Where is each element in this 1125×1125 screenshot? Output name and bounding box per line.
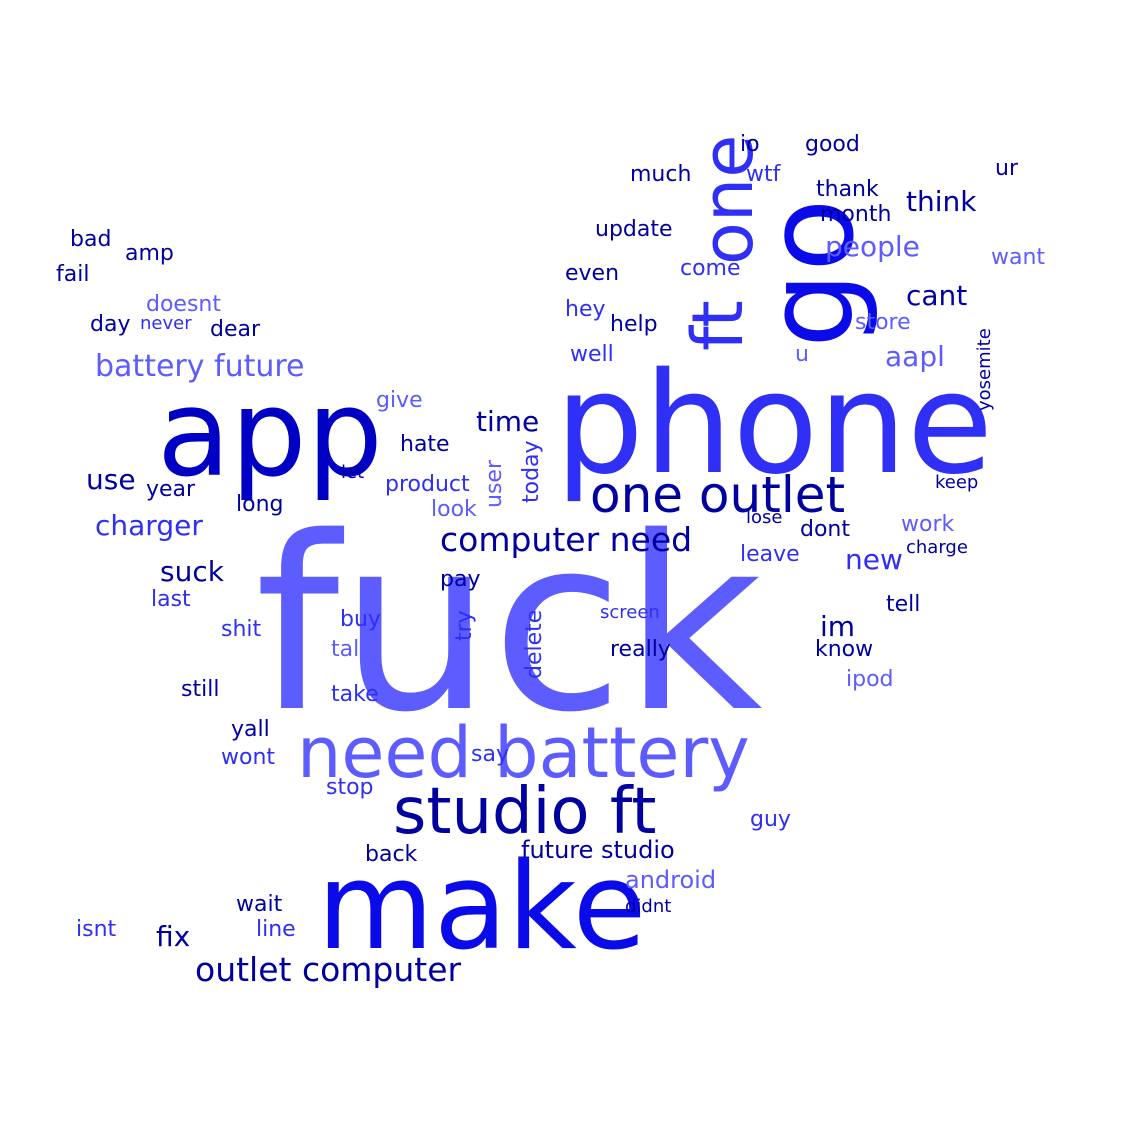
word-guy: guy <box>750 807 791 832</box>
word-year: year <box>146 477 196 502</box>
word-fix: fix <box>156 920 191 953</box>
word-never: never <box>140 313 192 334</box>
word-pay: pay <box>440 567 481 592</box>
word-even: even <box>565 261 620 286</box>
word-well: well <box>570 342 614 367</box>
word-charger: charger <box>95 509 203 542</box>
word-screen: screen <box>600 602 660 623</box>
word-line: line <box>256 917 296 942</box>
word-long: long <box>236 492 284 517</box>
word-user: user <box>482 460 507 508</box>
word-buy: buy <box>340 607 381 632</box>
word-doesnt: doesnt <box>146 292 221 317</box>
word-use: use <box>86 463 136 496</box>
word-take: take <box>331 682 379 707</box>
word-yosemite: yosemite <box>974 328 995 411</box>
word-product: product <box>385 472 470 497</box>
word-yall: yall <box>231 717 270 742</box>
word-let: let <box>341 462 365 483</box>
word-ft: ft <box>677 300 759 351</box>
word-look: look <box>431 497 477 522</box>
word-want: want <box>991 245 1046 270</box>
word-io: io <box>740 132 760 157</box>
word-try: try <box>452 610 477 641</box>
word-know: know <box>815 637 874 662</box>
word-back: back <box>365 842 418 867</box>
word-today: today <box>519 440 544 503</box>
word-help: help <box>610 312 658 337</box>
word-studio-ft: studio ft <box>393 775 657 849</box>
word-isnt: isnt <box>76 917 117 942</box>
word-talk: talk <box>331 637 372 662</box>
word-thank: thank <box>816 177 879 202</box>
word-didnt: didnt <box>625 896 672 917</box>
word-need-battery: need battery <box>297 712 750 794</box>
word-time: time <box>476 405 540 438</box>
word-dont: dont <box>800 517 850 542</box>
word-people: people <box>825 230 920 263</box>
word-still: still <box>181 677 220 702</box>
word-im: im <box>820 610 856 643</box>
word-come: come <box>680 256 741 281</box>
word-update: update <box>595 217 673 242</box>
word-hate: hate <box>400 432 450 457</box>
word-one-outlet: one outlet <box>590 466 846 524</box>
word-wont: wont <box>221 745 276 770</box>
word-good: good <box>805 132 860 157</box>
word-app: app <box>157 365 383 504</box>
word-leave: leave <box>740 542 800 567</box>
word-make: make <box>317 838 647 977</box>
word-charge: charge <box>906 537 968 558</box>
word-new: new <box>845 543 903 576</box>
word-wait: wait <box>236 892 283 917</box>
word-wtf: wtf <box>746 162 781 187</box>
word-android: android <box>625 866 717 894</box>
word-store: store <box>855 310 911 335</box>
word-much: much <box>630 162 692 187</box>
word-shit: shit <box>221 617 262 642</box>
word-really: really <box>610 637 671 662</box>
word-fuck: fuck <box>255 485 763 765</box>
word-cant: cant <box>906 279 968 312</box>
word-keep: keep <box>935 472 979 493</box>
word-say: say <box>471 742 509 767</box>
word-ur: ur <box>995 156 1018 181</box>
word-day: day <box>90 312 131 337</box>
word-computer-need: computer need <box>440 520 693 559</box>
word-ipod: ipod <box>846 667 894 692</box>
word-aapl: aapl <box>885 340 945 373</box>
word-suck: suck <box>160 555 224 588</box>
word-work: work <box>901 512 955 537</box>
word-month: month <box>820 202 892 227</box>
word-battery-future: battery future <box>95 349 305 384</box>
word-lose: lose <box>746 507 783 528</box>
word-amp: amp <box>125 241 174 266</box>
word-outlet-computer: outlet computer <box>195 950 462 989</box>
word-u: u <box>795 342 809 367</box>
word-dear: dear <box>210 317 261 342</box>
word-future-studio: future studio <box>521 836 675 864</box>
word-tell: tell <box>886 592 921 617</box>
word-hey: hey <box>565 297 606 322</box>
word-delete: delete <box>522 609 547 679</box>
word-phone: phone <box>555 343 994 506</box>
word-give: give <box>376 388 423 413</box>
word-fail: fail <box>56 262 90 287</box>
word-stop: stop <box>326 775 374 800</box>
word-think: think <box>906 185 977 218</box>
word-bad: bad <box>70 227 112 252</box>
word-last: last <box>151 587 191 612</box>
